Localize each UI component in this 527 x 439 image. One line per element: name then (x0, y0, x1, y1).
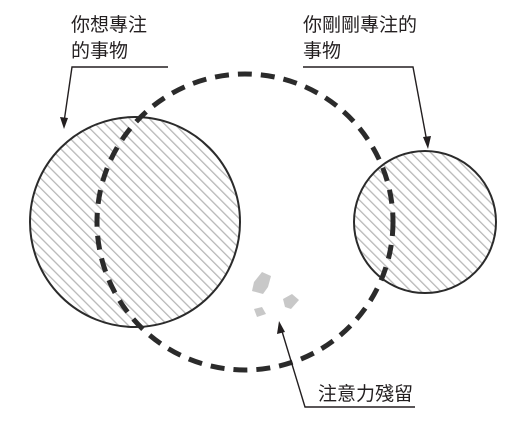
just-focused-circle (353, 150, 497, 294)
wanted-focus-pointer (60, 66, 168, 129)
arrow-head-icon (277, 321, 285, 334)
wanted-focus-label-line2: 的事物 (71, 40, 128, 62)
wanted-focus-circle (29, 116, 241, 328)
residue-pointer (277, 321, 415, 408)
just-focused-label-line1: 你剛剛專注的 (303, 14, 417, 36)
residue-fragments (252, 272, 299, 317)
arrow-head-icon (60, 117, 68, 129)
just-focused-pointer (303, 66, 431, 149)
residue-fragment (252, 272, 271, 294)
just-focused-label-line2: 事物 (303, 40, 341, 62)
residue-fragment (254, 307, 266, 317)
attention-residue-label: 注意力殘留 (318, 383, 413, 405)
residue-fragment (283, 294, 299, 309)
arrow-head-icon (423, 136, 431, 149)
attention-dashed-circle (94, 71, 396, 373)
wanted-focus-label-line1: 你想專注 (71, 14, 147, 36)
